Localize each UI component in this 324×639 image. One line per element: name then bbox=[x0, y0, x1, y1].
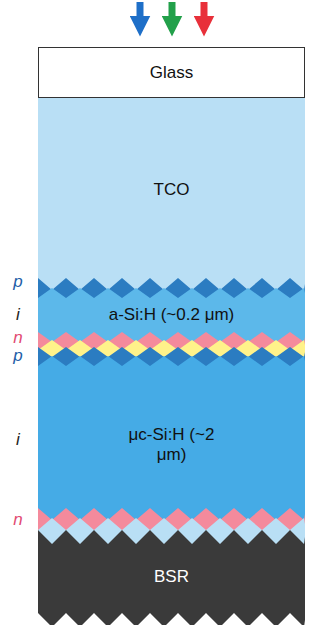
intermediate-reflector bbox=[38, 340, 305, 625]
doping-letter: n bbox=[8, 510, 28, 530]
n-layer bbox=[38, 332, 305, 625]
light-arrow-red bbox=[201, 2, 208, 26]
layer-label: a-Si:H (~0.2 μm) bbox=[109, 305, 235, 325]
uc-si-layer: μc-Si:H (~2 μm) bbox=[38, 395, 305, 495]
a-si-i-layer bbox=[38, 288, 305, 625]
bsr-layer: BSR bbox=[38, 552, 305, 602]
a-si-layer: a-Si:H (~0.2 μm) bbox=[38, 300, 305, 330]
tco-layer: TCO bbox=[38, 140, 305, 240]
p-layer bbox=[38, 278, 305, 625]
tco-front bbox=[38, 98, 305, 625]
doping-letter: p bbox=[8, 346, 28, 366]
layer-label: BSR bbox=[154, 567, 189, 587]
layer-label: TCO bbox=[154, 180, 190, 200]
glass-layer: Glass bbox=[38, 47, 305, 98]
layer-label: Glass bbox=[150, 63, 193, 83]
doping-letter: n bbox=[8, 328, 28, 348]
doping-letter: p bbox=[8, 272, 28, 292]
p-layer bbox=[38, 347, 305, 625]
uc-si-i-layer bbox=[38, 356, 305, 625]
tco-back bbox=[38, 518, 305, 625]
light-arrow-blue bbox=[137, 2, 144, 26]
layer-stack bbox=[36, 98, 307, 639]
light-arrow-green bbox=[169, 2, 176, 26]
back-reflector bbox=[38, 530, 305, 625]
doping-letter: i bbox=[8, 305, 28, 325]
textured-edge bbox=[36, 613, 307, 639]
n-layer bbox=[38, 508, 305, 625]
layer-label: μc-Si:H (~2 μm) bbox=[127, 425, 217, 465]
doping-letter: i bbox=[8, 430, 28, 450]
